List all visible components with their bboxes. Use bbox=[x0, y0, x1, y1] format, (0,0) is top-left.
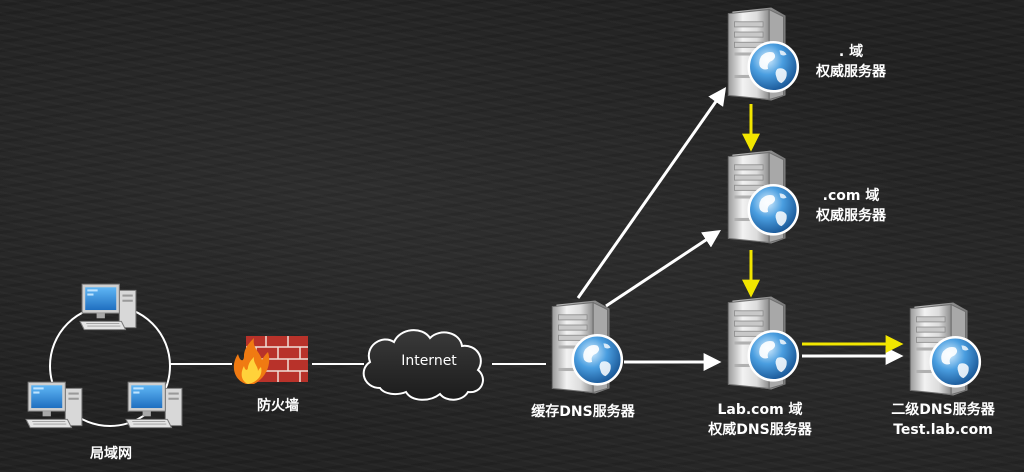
secondary-dns-role: 二级DNS服务器 bbox=[891, 402, 995, 418]
lab-ns-role: 权威DNS服务器 bbox=[708, 422, 812, 438]
secondary-dns-label: 二级DNS服务器 Test.lab.com bbox=[876, 400, 1010, 440]
com-ns-role: 权威服务器 bbox=[816, 208, 886, 224]
firewall-icon bbox=[233, 336, 308, 384]
firewall-label: 防火墙 bbox=[257, 398, 299, 414]
com-ns-zone: .com 域 bbox=[822, 188, 880, 204]
lan-computers bbox=[25, 283, 183, 429]
query-arrow-root bbox=[576, 87, 727, 299]
cache-dns-label: 缓存DNS服务器 bbox=[531, 404, 635, 420]
query-arrow-com bbox=[605, 230, 722, 308]
internet-cloud-icon bbox=[362, 329, 484, 401]
lab-ns-server-icon bbox=[727, 295, 800, 391]
root-ns-server-icon bbox=[727, 6, 800, 102]
root-ns-role: 权威服务器 bbox=[816, 64, 886, 80]
connection-lines bbox=[49, 87, 904, 427]
secondary-dns-server-icon bbox=[909, 301, 982, 397]
root-ns-zone: . 域 bbox=[838, 44, 864, 60]
com-ns-server-icon bbox=[727, 149, 800, 245]
internet-label: Internet bbox=[401, 353, 457, 369]
computer-icon bbox=[25, 381, 83, 429]
cache-dns-server-icon bbox=[551, 299, 624, 395]
computer-icon bbox=[79, 283, 137, 331]
com-ns-label: .com 域 权威服务器 bbox=[796, 186, 906, 226]
root-ns-label: . 域 权威服务器 bbox=[796, 42, 906, 82]
computer-icon bbox=[125, 381, 183, 429]
secondary-dns-host: Test.lab.com bbox=[893, 422, 993, 438]
lan-label: 局域网 bbox=[90, 446, 132, 462]
lab-ns-label: Lab.com 域 权威DNS服务器 bbox=[690, 400, 830, 440]
lab-ns-zone: Lab.com 域 bbox=[717, 402, 803, 418]
